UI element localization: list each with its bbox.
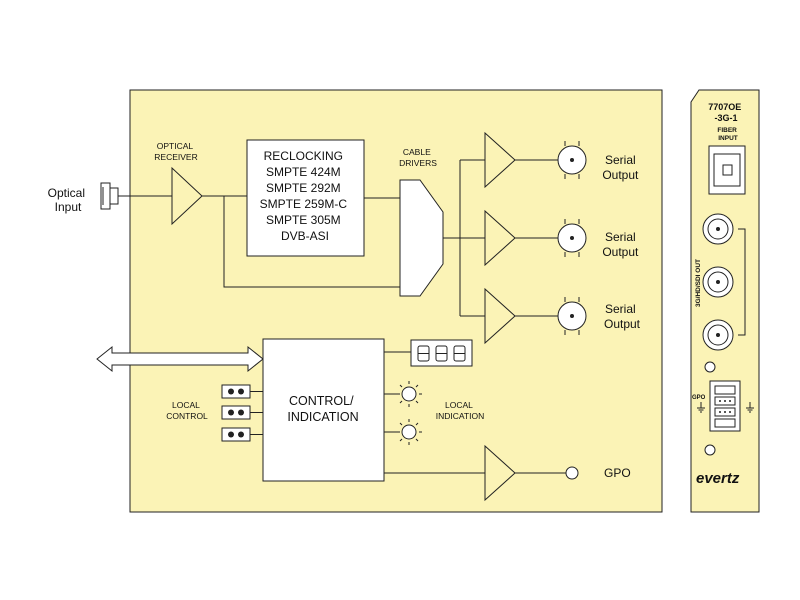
panel-model-1: 7707OE <box>708 102 741 112</box>
optical-receiver-label-1: OPTICAL <box>157 141 194 151</box>
control-indication-box <box>262 338 385 482</box>
svg-text:Optical Input: Optical Input <box>48 186 89 214</box>
panel-hole-icon <box>704 361 716 373</box>
optical-input-connector-icon <box>100 182 119 210</box>
bnc-connector-3-icon <box>557 297 587 335</box>
display-digits-icon <box>417 345 466 362</box>
reclocking-box <box>246 139 365 257</box>
svg-text:OPTICAL RECEIVER: OPTICAL RECEIVER <box>154 141 197 162</box>
output-driver-2-icon <box>484 209 516 267</box>
bnc-connector-1-icon <box>557 141 587 179</box>
rear-panel <box>690 89 760 513</box>
optical-receiver-label-2: RECEIVER <box>154 152 197 162</box>
reclocking-std-1: SMPTE 424M <box>266 165 341 179</box>
out-label: 3G/HD/SDI OUT <box>695 259 702 307</box>
fiber-input-connector-icon <box>708 145 746 195</box>
led-2-icon <box>399 419 422 445</box>
brand-logo: evertz <box>696 470 740 487</box>
local-indication-label-1: LOCAL <box>445 400 473 410</box>
jumper-3-icon <box>221 427 251 442</box>
svg-text:CONTROL/ INDICATION: CONTROL/ INDICATION <box>287 394 358 424</box>
panel-bnc-3-icon <box>702 319 734 351</box>
panel-hole-2-icon <box>704 444 716 456</box>
cable-drivers-label-2: DRIVERS <box>399 158 437 168</box>
output-driver-1-icon <box>484 131 516 189</box>
svg-text:7707OE -3G-1: 7707OE -3G-1 <box>708 102 744 123</box>
local-indication-label-2: INDICATION <box>436 411 484 421</box>
fiber-input-label-2: INPUT <box>718 135 738 142</box>
ground-right-icon <box>746 402 754 413</box>
panel-gpo-label: GPO <box>692 395 706 401</box>
panel-bnc-1-icon <box>702 213 734 245</box>
serial-output-3-label-2: Output <box>604 317 641 331</box>
gpo-driver-icon <box>484 444 516 502</box>
jumper-1-icon <box>221 384 251 399</box>
cable-drivers-label-1: CABLE <box>403 147 431 157</box>
serial-output-2-label-2: Output <box>602 245 639 259</box>
fiber-input-label-1: FIBER <box>717 127 737 134</box>
control-indication-label-1: CONTROL/ <box>289 394 354 408</box>
reclocking-std-2: SMPTE 292M <box>266 181 341 195</box>
local-control-label-1: LOCAL <box>172 400 200 410</box>
led-1-icon <box>399 381 422 407</box>
optical-input-label-2: Input <box>55 200 82 214</box>
gpo-terminal-icon <box>565 466 579 480</box>
jumper-2-icon <box>221 405 251 420</box>
gpo-terminal-block-icon <box>709 380 741 432</box>
svg-text:Serial Output Serial: Serial Output Serial Output Serial Outpu… <box>602 153 641 331</box>
ground-left-icon <box>697 402 705 413</box>
optical-receiver-icon <box>171 166 203 226</box>
serial-output-2-label-1: Serial <box>605 230 636 244</box>
gpo-label: GPO <box>604 466 631 480</box>
reclocking-std-5: DVB-ASI <box>281 229 329 243</box>
optical-input-label-1: Optical <box>48 186 85 200</box>
serial-output-3-label-1: Serial <box>605 302 636 316</box>
panel-model-2: -3G-1 <box>714 113 737 123</box>
reclocking-title: RECLOCKING <box>264 149 343 163</box>
reclocking-std-3: SMPTE 259M-C <box>260 197 348 211</box>
svg-text:CABLE DRIVERS: CABLE DRIVERS <box>399 147 437 168</box>
cable-drivers-mux <box>399 179 444 297</box>
out-bracket <box>738 228 746 336</box>
svg-text:LOCAL INDICATION: LOCAL INDICATION <box>436 400 484 421</box>
bnc-connector-2-icon <box>557 219 587 257</box>
control-indication-label-2: INDICATION <box>287 410 358 424</box>
svg-text:RECLOCKING SMPTE 424M: RECLOCKING SMPTE 424M SMPTE 292M SMPTE 2… <box>260 149 351 243</box>
output-driver-3-icon <box>484 287 516 345</box>
local-control-label-2: CONTROL <box>166 411 208 421</box>
serial-output-1-label-2: Output <box>602 168 639 182</box>
svg-text:FIBER INPUT: FIBER INPUT <box>717 127 738 142</box>
reclocking-std-4: SMPTE 305M <box>266 213 341 227</box>
svg-text:LOCAL CONTROL: LOCAL CONTROL <box>166 400 208 421</box>
serial-output-1-label-1: Serial <box>605 153 636 167</box>
panel-bnc-2-icon <box>702 266 734 298</box>
